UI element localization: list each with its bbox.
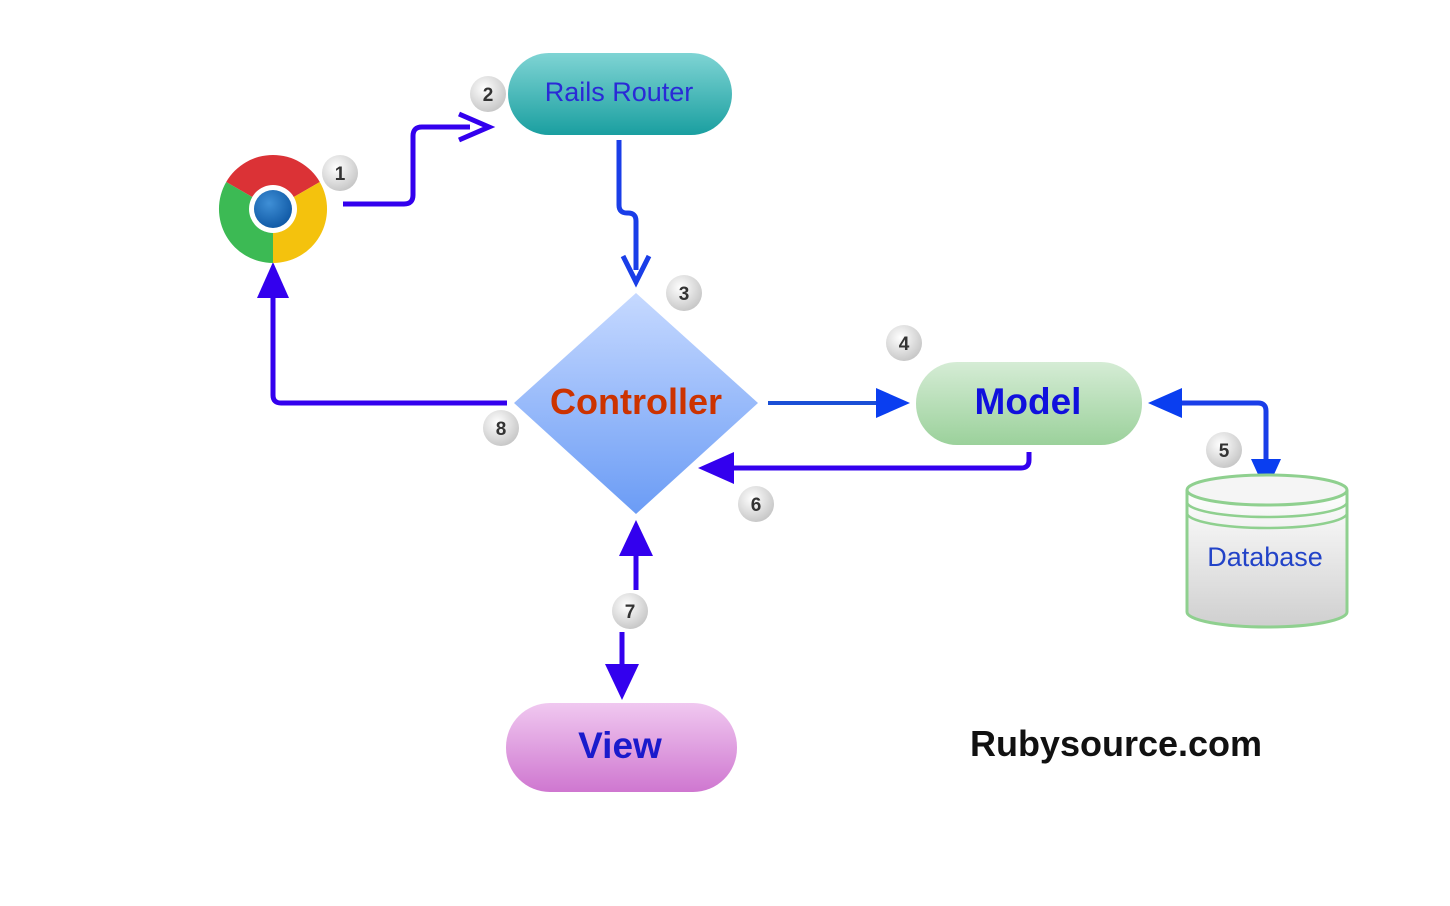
arrow-model-to-controller bbox=[730, 452, 1032, 471]
arrow-controller-view bbox=[619, 552, 639, 668]
arrow-model-database bbox=[1172, 400, 1269, 462]
controller-label: Controller bbox=[550, 381, 722, 422]
view-label: View bbox=[578, 725, 662, 766]
model-label: Model bbox=[975, 381, 1082, 422]
arrow-head-open bbox=[620, 254, 652, 288]
rails-router-node: Rails Router bbox=[508, 53, 732, 135]
svg-text:1: 1 bbox=[335, 164, 346, 185]
svg-text:6: 6 bbox=[751, 495, 762, 516]
svg-text:4: 4 bbox=[899, 334, 910, 355]
model-node: Model bbox=[916, 362, 1142, 445]
arrow-head bbox=[1148, 388, 1182, 418]
svg-text:2: 2 bbox=[483, 85, 494, 106]
step-badge-5: 5 bbox=[1206, 432, 1242, 468]
chrome-browser-icon bbox=[218, 154, 328, 263]
arrow-head bbox=[619, 520, 653, 556]
rails-router-label: Rails Router bbox=[545, 77, 694, 107]
controller-node: Controller bbox=[514, 293, 758, 514]
arrow-browser-to-router bbox=[343, 124, 470, 207]
svg-text:5: 5 bbox=[1219, 441, 1230, 462]
step-badge-1: 1 bbox=[322, 155, 358, 191]
arrow-head-open bbox=[458, 111, 496, 143]
database-label: Database bbox=[1207, 542, 1323, 572]
arrow-head bbox=[698, 452, 734, 484]
arrow-head bbox=[257, 262, 289, 298]
step-badge-8: 8 bbox=[483, 410, 519, 446]
step-badge-2: 2 bbox=[470, 76, 506, 112]
arrow-controller-to-browser bbox=[270, 292, 507, 406]
svg-text:3: 3 bbox=[679, 284, 690, 305]
step-badge-7: 7 bbox=[612, 593, 648, 629]
step-badge-4: 4 bbox=[886, 325, 922, 361]
step-badge-3: 3 bbox=[666, 275, 702, 311]
step-badge-6: 6 bbox=[738, 486, 774, 522]
database-node: Database bbox=[1185, 473, 1349, 629]
view-node: View bbox=[506, 703, 737, 792]
arrow-router-to-controller bbox=[616, 140, 639, 270]
svg-text:8: 8 bbox=[496, 419, 507, 440]
arrow-head bbox=[605, 664, 639, 700]
source-watermark: Rubysource.com bbox=[970, 723, 1262, 764]
arrow-head bbox=[876, 388, 910, 418]
svg-text:7: 7 bbox=[625, 602, 636, 623]
